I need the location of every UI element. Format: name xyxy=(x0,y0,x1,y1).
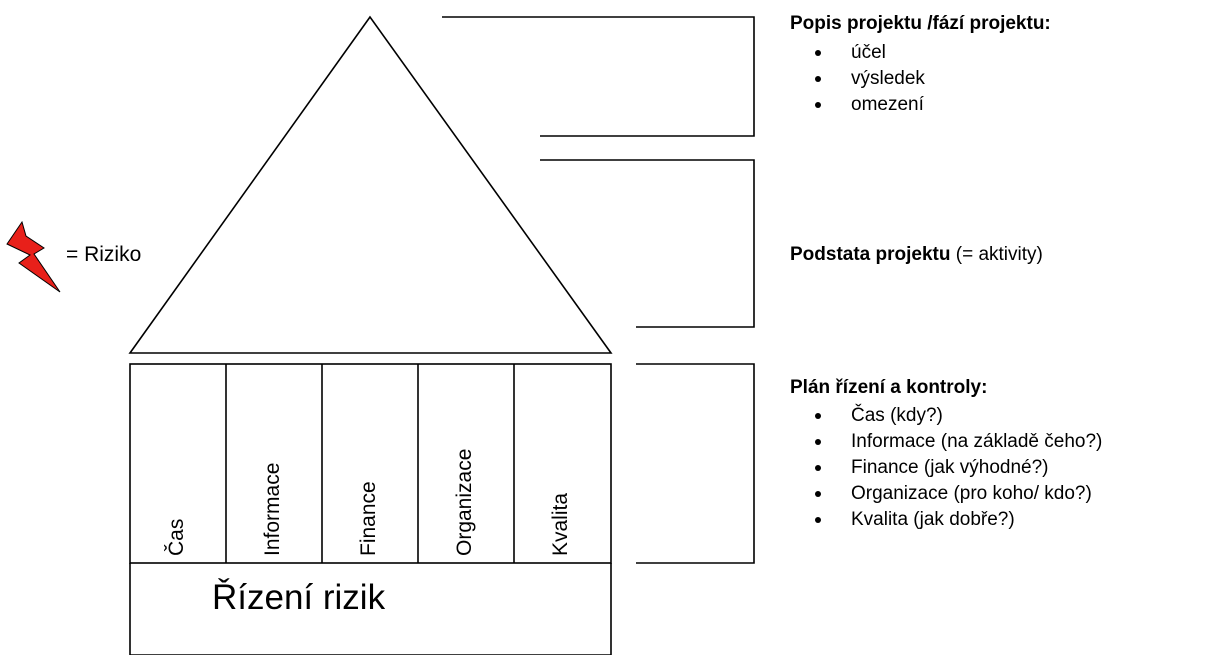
list-item: Čas (kdy?) xyxy=(815,403,1102,429)
foundation-label: Řízení rizik xyxy=(212,578,386,617)
bracket-description xyxy=(442,16,755,137)
bracket-plan xyxy=(636,363,755,564)
pillar-label-cas: Čas xyxy=(165,518,188,556)
roof-triangle xyxy=(128,15,613,354)
pillar-label-finance: Finance xyxy=(357,481,380,556)
pillars-frame xyxy=(129,363,612,564)
list-item: Finance (jak výhodné?) xyxy=(815,455,1102,481)
description-title: Popis projektu /fází projektu: xyxy=(790,13,1051,34)
plan-list: Čas (kdy?) Informace (na základě čeho?) … xyxy=(815,403,1102,533)
list-item: omezení xyxy=(815,92,925,118)
essence-title-rest: (= aktivity) xyxy=(950,244,1043,265)
pillar-label-informace: Informace xyxy=(261,462,284,556)
essence-title-bold: Podstata projektu xyxy=(790,244,951,265)
plan-title: Plán řízení a kontroly: xyxy=(790,377,988,398)
list-item: účel xyxy=(815,40,925,66)
list-item: Informace (na základě čeho?) xyxy=(815,429,1102,455)
pillar-label-organizace: Organizace xyxy=(453,448,476,556)
foundation-frame xyxy=(129,563,612,655)
lightning-bolt-icon xyxy=(6,220,61,293)
essence-title: Podstata projektu (= aktivity) xyxy=(790,244,1043,266)
description-list: účel výsledek omezení xyxy=(815,40,925,118)
list-item: Kvalita (jak dobře?) xyxy=(815,507,1102,533)
list-item: Organizace (pro koho/ kdo?) xyxy=(815,481,1102,507)
risk-legend-label: = Riziko xyxy=(66,243,142,266)
bracket-essence xyxy=(540,159,755,328)
pillar-label-kvalita: Kvalita xyxy=(549,492,572,556)
list-item: výsledek xyxy=(815,66,925,92)
